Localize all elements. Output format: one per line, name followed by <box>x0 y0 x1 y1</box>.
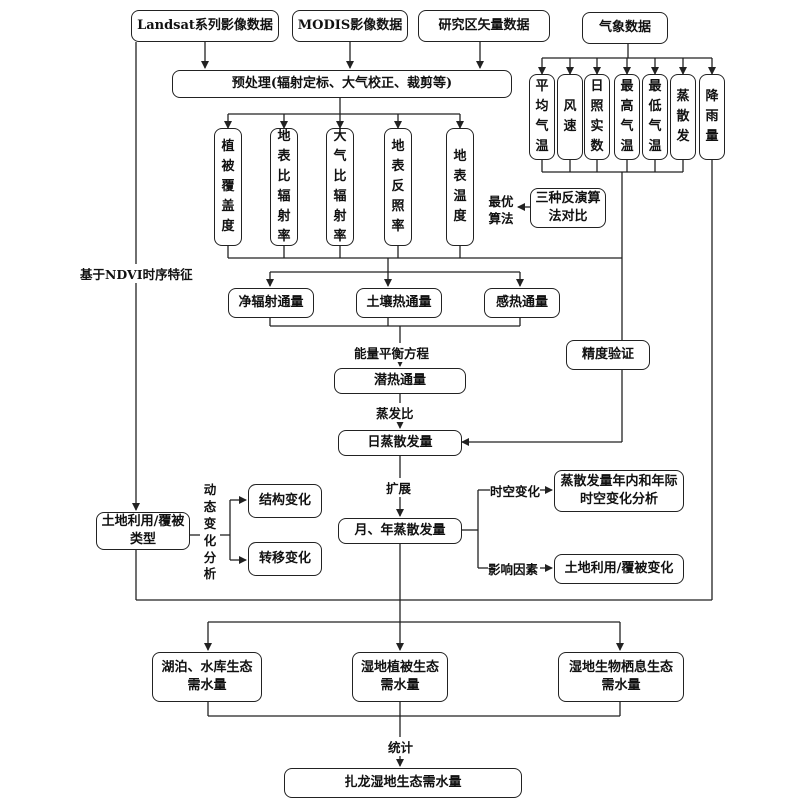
param-box: 大气比辐射率 <box>326 128 354 246</box>
param-label: 地表比辐射率 <box>277 128 291 245</box>
meteo-data-label: 气象数据 <box>598 20 651 36</box>
meteo-var-box: 最高气温 <box>614 74 640 160</box>
structure-change-label: 结构变化 <box>258 493 311 509</box>
monthly-et-box: 月、年蒸散发量 <box>338 518 462 544</box>
latent-heat-box: 潜热通量 <box>334 368 466 394</box>
flux-label: 土壤热通量 <box>366 295 432 311</box>
landuse-change-box: 土地利用/覆被变化 <box>554 554 684 584</box>
daily-et-label: 日蒸散发量 <box>367 435 433 451</box>
landsat-data-box: Landsat系列影像数据 <box>131 10 279 42</box>
param-label: 植被覆盖度 <box>221 138 235 235</box>
st-analysis-box: 蒸散发量年内和年际时空变化分析 <box>554 470 684 512</box>
vector-data-label: 研究区矢量数据 <box>438 18 530 34</box>
meteo-var-box: 降雨量 <box>699 74 725 160</box>
meteo-var-label: 风速 <box>563 98 577 134</box>
param-box: 地表温度 <box>446 128 474 246</box>
landuse-change-label: 土地利用/覆被变化 <box>564 561 674 577</box>
demand-label: 湿地生物栖息生态需水量 <box>568 660 673 693</box>
three-algorithms-box: 三种反演算法对比 <box>530 188 606 228</box>
meteo-var-box: 最低气温 <box>642 74 668 160</box>
soil-heat-box: 土壤热通量 <box>356 288 442 318</box>
meteo-var-label: 降雨量 <box>705 88 719 145</box>
transfer-change-box: 转移变化 <box>248 542 322 576</box>
latent-heat-label: 潜热通量 <box>373 373 426 389</box>
final-demand-box: 扎龙湿地生态需水量 <box>284 768 522 798</box>
landuse-type-box: 土地利用/覆被类型 <box>96 512 190 550</box>
accuracy-label: 精度验证 <box>581 347 634 363</box>
expand-label: 扩展 <box>386 478 412 497</box>
landuse-type-label: 土地利用/覆被类型 <box>101 514 185 547</box>
param-label: 地表温度 <box>453 148 467 225</box>
meteo-var-label: 平均气温 <box>535 78 549 155</box>
net-radiation-box: 净辐射通量 <box>228 288 314 318</box>
final-demand-label: 扎龙湿地生态需水量 <box>344 775 462 791</box>
monthly-et-label: 月、年蒸散发量 <box>354 523 446 539</box>
vector-data-box: 研究区矢量数据 <box>418 10 550 42</box>
param-box: 植被覆盖度 <box>214 128 242 246</box>
modis-data-label: MODIS影像数据 <box>297 18 403 34</box>
lake-demand-box: 湖泊、水库生态需水量 <box>152 652 262 702</box>
meteo-var-box: 平均气温 <box>529 74 555 160</box>
st-analysis-label: 蒸散发量年内和年际时空变化分析 <box>560 474 678 507</box>
statistics-label: 统计 <box>388 737 414 756</box>
meteo-var-box: 日照实数 <box>584 74 610 160</box>
flux-label: 净辐射通量 <box>238 295 304 311</box>
evap-ratio-label: 蒸发比 <box>376 403 414 422</box>
three-algorithms-label: 三种反演算法对比 <box>535 191 601 224</box>
optimal-algorithm-label: 最优算法 <box>486 194 516 228</box>
ndvi-label: 基于NDVI时序特征 <box>80 264 193 283</box>
energy-equation-label: 能量平衡方程 <box>354 343 430 362</box>
meteo-var-box: 蒸散发 <box>670 74 696 160</box>
param-box: 地表反照率 <box>384 128 412 246</box>
accuracy-box: 精度验证 <box>566 340 650 370</box>
daily-et-box: 日蒸散发量 <box>338 430 462 456</box>
meteo-var-label: 日照实数 <box>590 78 604 155</box>
meteo-data-box: 气象数据 <box>582 12 668 44</box>
spatiotemporal-label: 时空变化 <box>490 481 541 500</box>
meteo-var-box: 风速 <box>557 74 583 160</box>
landsat-data-label: Landsat系列影像数据 <box>137 18 273 34</box>
meteo-var-label: 蒸散发 <box>676 88 690 145</box>
sensible-heat-box: 感热通量 <box>484 288 560 318</box>
habitat-demand-box: 湿地生物栖息生态需水量 <box>558 652 684 702</box>
demand-label: 湖泊、水库生态需水量 <box>161 660 253 693</box>
preprocess-label: 预处理(辐射定标、大气校正、裁剪等) <box>231 76 453 92</box>
flux-label: 感热通量 <box>495 295 548 311</box>
param-box: 地表比辐射率 <box>270 128 298 246</box>
dynamic-analysis-label: 动态变化分析 <box>203 482 217 582</box>
modis-data-box: MODIS影像数据 <box>292 10 408 42</box>
demand-label: 湿地植被生态需水量 <box>360 660 439 693</box>
preprocess-box: 预处理(辐射定标、大气校正、裁剪等) <box>172 70 512 98</box>
transfer-change-label: 转移变化 <box>258 551 311 567</box>
structure-change-box: 结构变化 <box>248 484 322 518</box>
meteo-var-label: 最低气温 <box>648 78 662 155</box>
meteo-var-label: 最高气温 <box>620 78 634 155</box>
influence-label: 影响因素 <box>488 559 539 578</box>
vegetation-demand-box: 湿地植被生态需水量 <box>352 652 448 702</box>
param-label: 大气比辐射率 <box>333 128 347 245</box>
param-label: 地表反照率 <box>391 138 405 235</box>
